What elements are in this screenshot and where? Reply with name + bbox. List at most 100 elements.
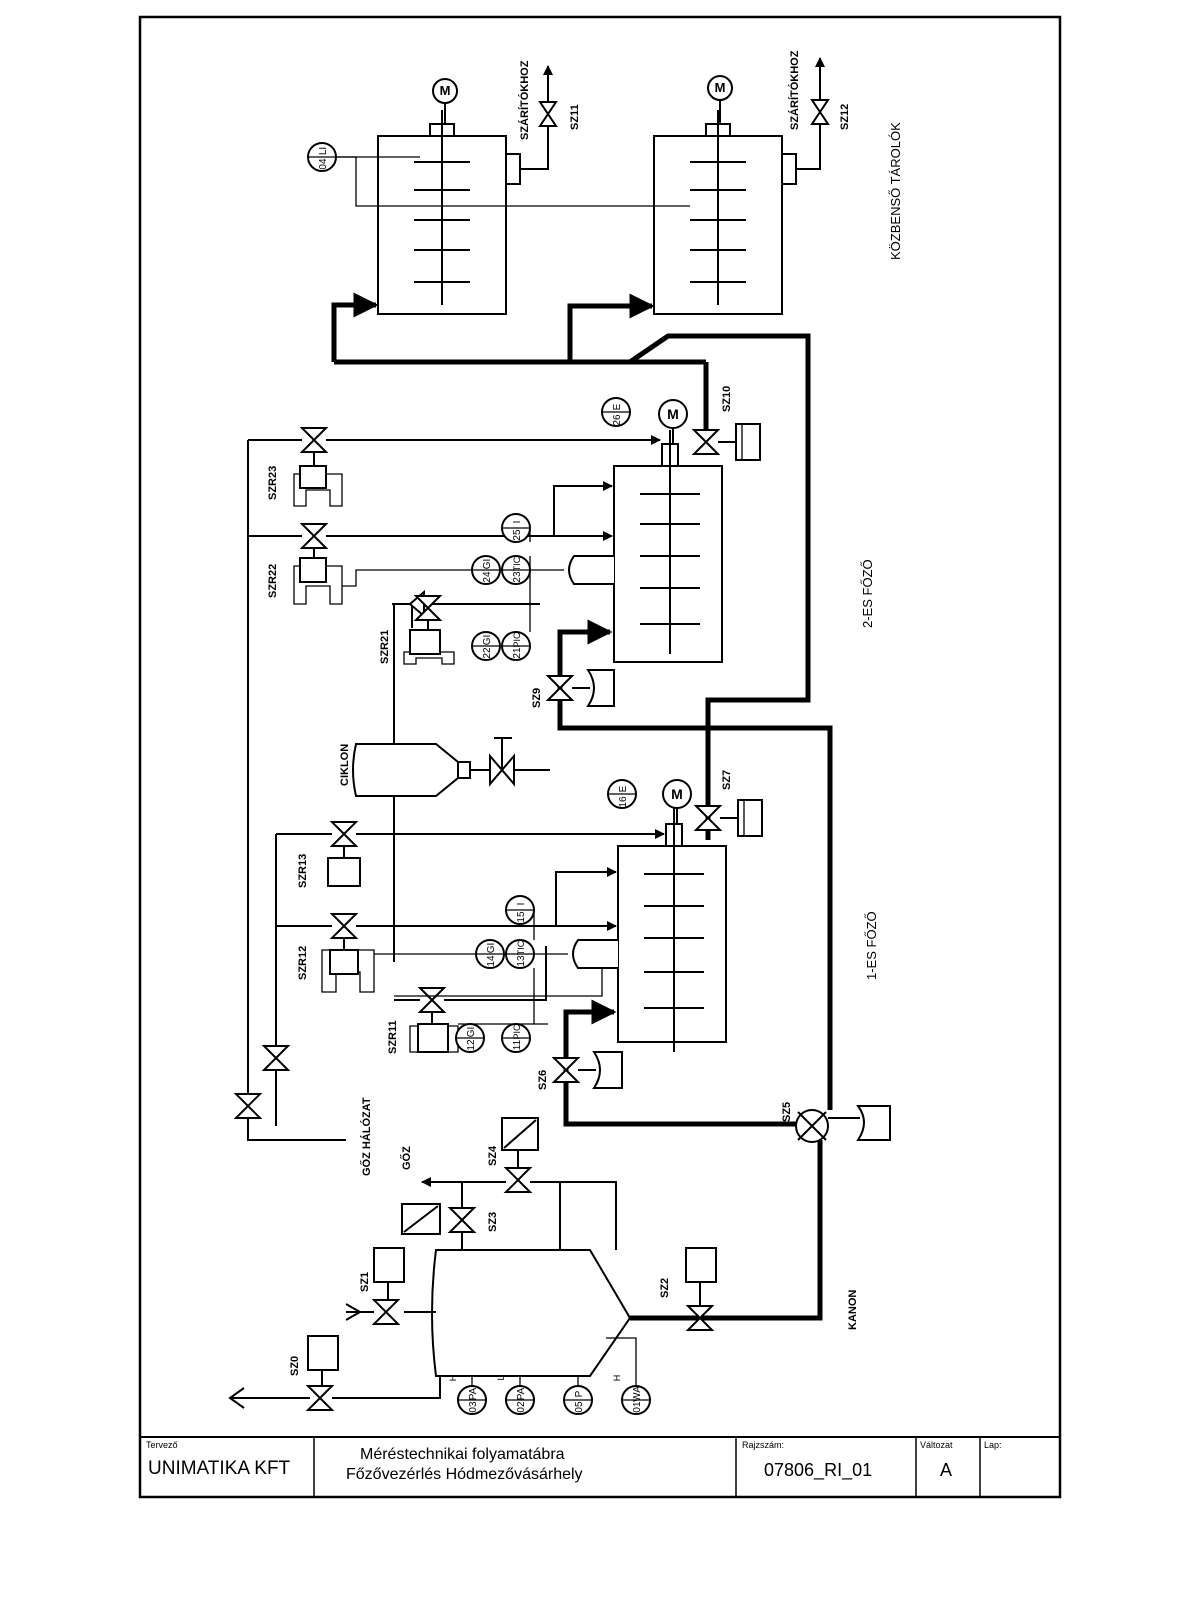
svg-text:PA: PA [468,1387,479,1400]
valve-label-sz3: SZ3 [487,1212,499,1232]
svg-text:25: 25 [512,529,523,541]
valve-sz10 [691,423,761,461]
svg-text:26: 26 [612,414,623,426]
valve-icon [685,1305,715,1331]
instrument-i15: I 15 [505,895,535,925]
svg-text:16: 16 [618,796,629,808]
valve-sz7 [693,799,763,837]
svg-text:PA: PA [516,1387,527,1400]
valve-label-sz1: SZ1 [359,1272,371,1292]
svg-text:I: I [516,903,527,906]
valve-icon [545,675,575,701]
svg-text:E: E [612,403,623,410]
valve-sz5 [795,1105,891,1143]
svg-text:WA: WA [632,1386,643,1402]
svg-text:P: P [574,1390,585,1397]
area-label-storage: KÖZBENSŐ TÁROLÓK [888,122,903,260]
valve-icon [447,1207,477,1233]
pipe-kanon [630,1140,823,1321]
instrument-tic23: TIC 23 [501,555,531,585]
svg-text:H: H [448,1375,458,1382]
area-label-steam-network: GŐZ HÁLÓZAT [360,1097,373,1176]
pipe-to-storage-1 [331,292,379,362]
motor-label: M [440,83,451,98]
svg-text:13: 13 [516,955,527,967]
svg-text:H: H [612,1375,622,1382]
instrument-e16: E 16 [607,779,637,809]
instrument-gi22: GI 22 [471,631,501,661]
instrument-wa01: WA 01 H [612,1375,651,1415]
valve-icon [551,1057,581,1083]
drawing-number: 07806_RI_01 [764,1460,873,1480]
svg-text:23: 23 [512,571,523,583]
svg-text:LI: LI [318,147,329,155]
valve-label-sz12: SZ12 [839,104,851,130]
instrument-pa02: PA 02 L [496,1375,535,1415]
svg-text:11: 11 [512,1039,523,1050]
valve-label-sz7: SZ7 [721,770,733,790]
storage-tank-1: M [377,65,558,315]
pipe-to-storage-2 [567,293,655,362]
sheet-label: Lap: [984,1440,1002,1450]
valve-label-szr13: SZR13 [297,854,309,888]
instrument-tic13: TIC 13 [505,939,535,969]
svg-text:TIC: TIC [516,940,526,955]
svg-text:05: 05 [574,1401,585,1413]
svg-text:TIC: TIC [512,556,522,571]
svg-text:E: E [618,785,629,792]
valve-label-sz2: SZ2 [659,1278,671,1298]
svg-text:21: 21 [512,647,523,659]
cooker-2-vessel: M [568,399,723,663]
title-block [140,1436,1060,1497]
valve-label-sz0: SZ0 [289,1356,301,1376]
svg-text:12: 12 [466,1039,477,1051]
instrument-i25: I 25 [501,513,531,543]
pipe-sz9-loop [557,686,833,1110]
svg-text:GI: GI [482,635,493,646]
valve-icon [299,523,329,549]
valve-sz2 [685,1247,717,1331]
valve-icon [538,101,558,127]
valve-label-sz10: SZ10 [721,386,733,412]
actuator-szr11 [409,1012,459,1053]
svg-text:GI: GI [466,1027,477,1038]
cyclone [352,604,550,797]
version-value: A [940,1460,953,1480]
svg-text:PIC: PIC [512,1024,522,1040]
instrument-gi12: GI 12 [455,1023,485,1053]
designer-name: UNIMATIKA KFT [148,1458,291,1479]
valve-label-sz4: SZ4 [487,1145,499,1166]
valve-icon [233,1093,263,1119]
to-dryers-label-2: SZÁRÍTÓKHOZ [788,50,801,130]
svg-text:01: 01 [632,1401,643,1413]
valve-label-sz6: SZ6 [537,1070,549,1090]
drawing-number-label: Rajzszám: [742,1440,785,1450]
actuator-szr12 [321,938,375,993]
svg-text:14: 14 [486,955,497,967]
actuator-szr22 [293,548,343,605]
to-dryers-label-1: SZÁRÍTÓKHOZ [518,60,531,140]
instrument-pic21: PIC 21 [501,631,531,661]
svg-text:15: 15 [516,911,527,923]
area-label-cyclone: CIKLON [339,744,351,786]
pipe-sz9-inlet [557,619,613,686]
valve-sz9 [545,669,615,707]
motor-label: M [667,406,679,422]
designer-label: Tervező [146,1440,178,1450]
instrument-e26: E 26 [601,397,631,427]
valve-label-szr23: SZR23 [267,466,279,500]
drawing-frame [138,15,1062,1499]
valve-icon [810,99,830,125]
valve-icon [413,595,443,621]
svg-text:GI: GI [486,943,497,954]
instrument-pic11: PIC 11 [501,1023,531,1053]
instrument-gi14: GI 14 [475,939,505,969]
instrument-pa03: PA 03 H [448,1375,487,1415]
svg-text:04: 04 [318,158,329,170]
motor-label: M [671,786,683,802]
kanon-vessel [345,1247,632,1377]
pipe-sz6-inlet [563,999,617,1060]
actuator-szr13 [327,846,361,887]
valve-label-szr12: SZR12 [297,946,309,980]
valve-label-szr11: SZR11 [387,1020,399,1054]
